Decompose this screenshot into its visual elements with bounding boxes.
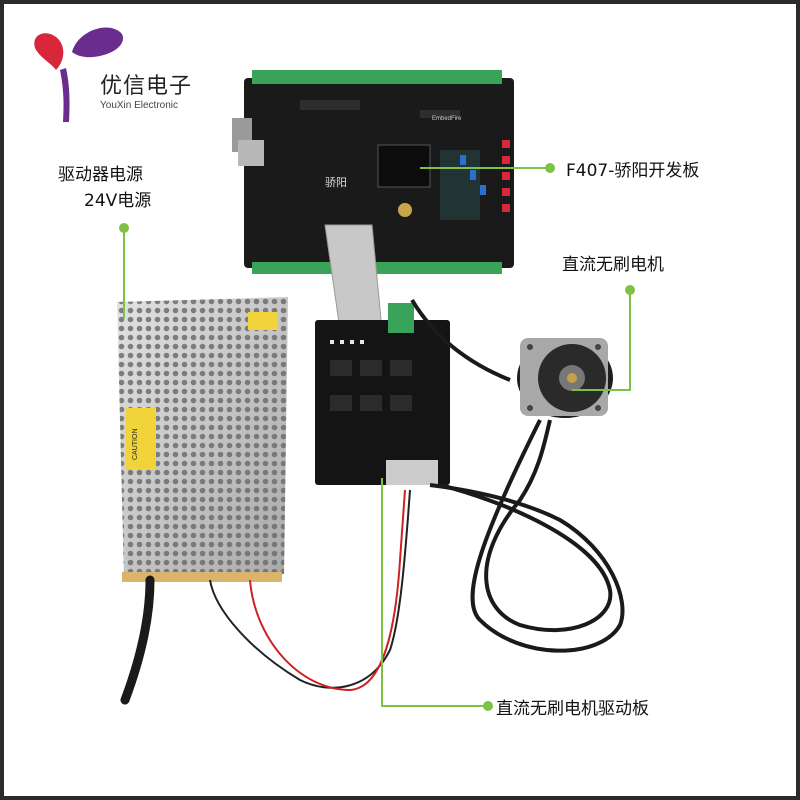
psu-caution-label: CAUTION xyxy=(132,429,139,461)
logo-mark-icon xyxy=(34,27,124,122)
label-motor: 直流无刷电机 xyxy=(562,255,664,275)
label-driver-board: 直流无刷电机驱动板 xyxy=(496,699,649,719)
wiring xyxy=(120,298,625,705)
label-dev-board: F407-骄阳开发板 xyxy=(566,161,700,181)
logo-subtitle: YouXin Electronic xyxy=(100,100,179,111)
board-silk-brand: EmbedFire xyxy=(432,116,462,122)
dev-board xyxy=(232,70,514,274)
driver-board xyxy=(315,303,450,485)
power-supply xyxy=(117,297,288,582)
label-power-supply-line1: 驱动器电源 xyxy=(58,165,143,185)
callout-dots xyxy=(119,163,635,711)
logo-name: 优信电子 xyxy=(100,74,193,99)
board-silk-name: 骄阳 xyxy=(325,176,347,189)
callout-lines xyxy=(123,167,631,707)
ribbon-cable xyxy=(324,224,383,331)
label-power-supply-line2: 24V电源 xyxy=(84,191,152,211)
bldc-motor xyxy=(517,338,613,418)
